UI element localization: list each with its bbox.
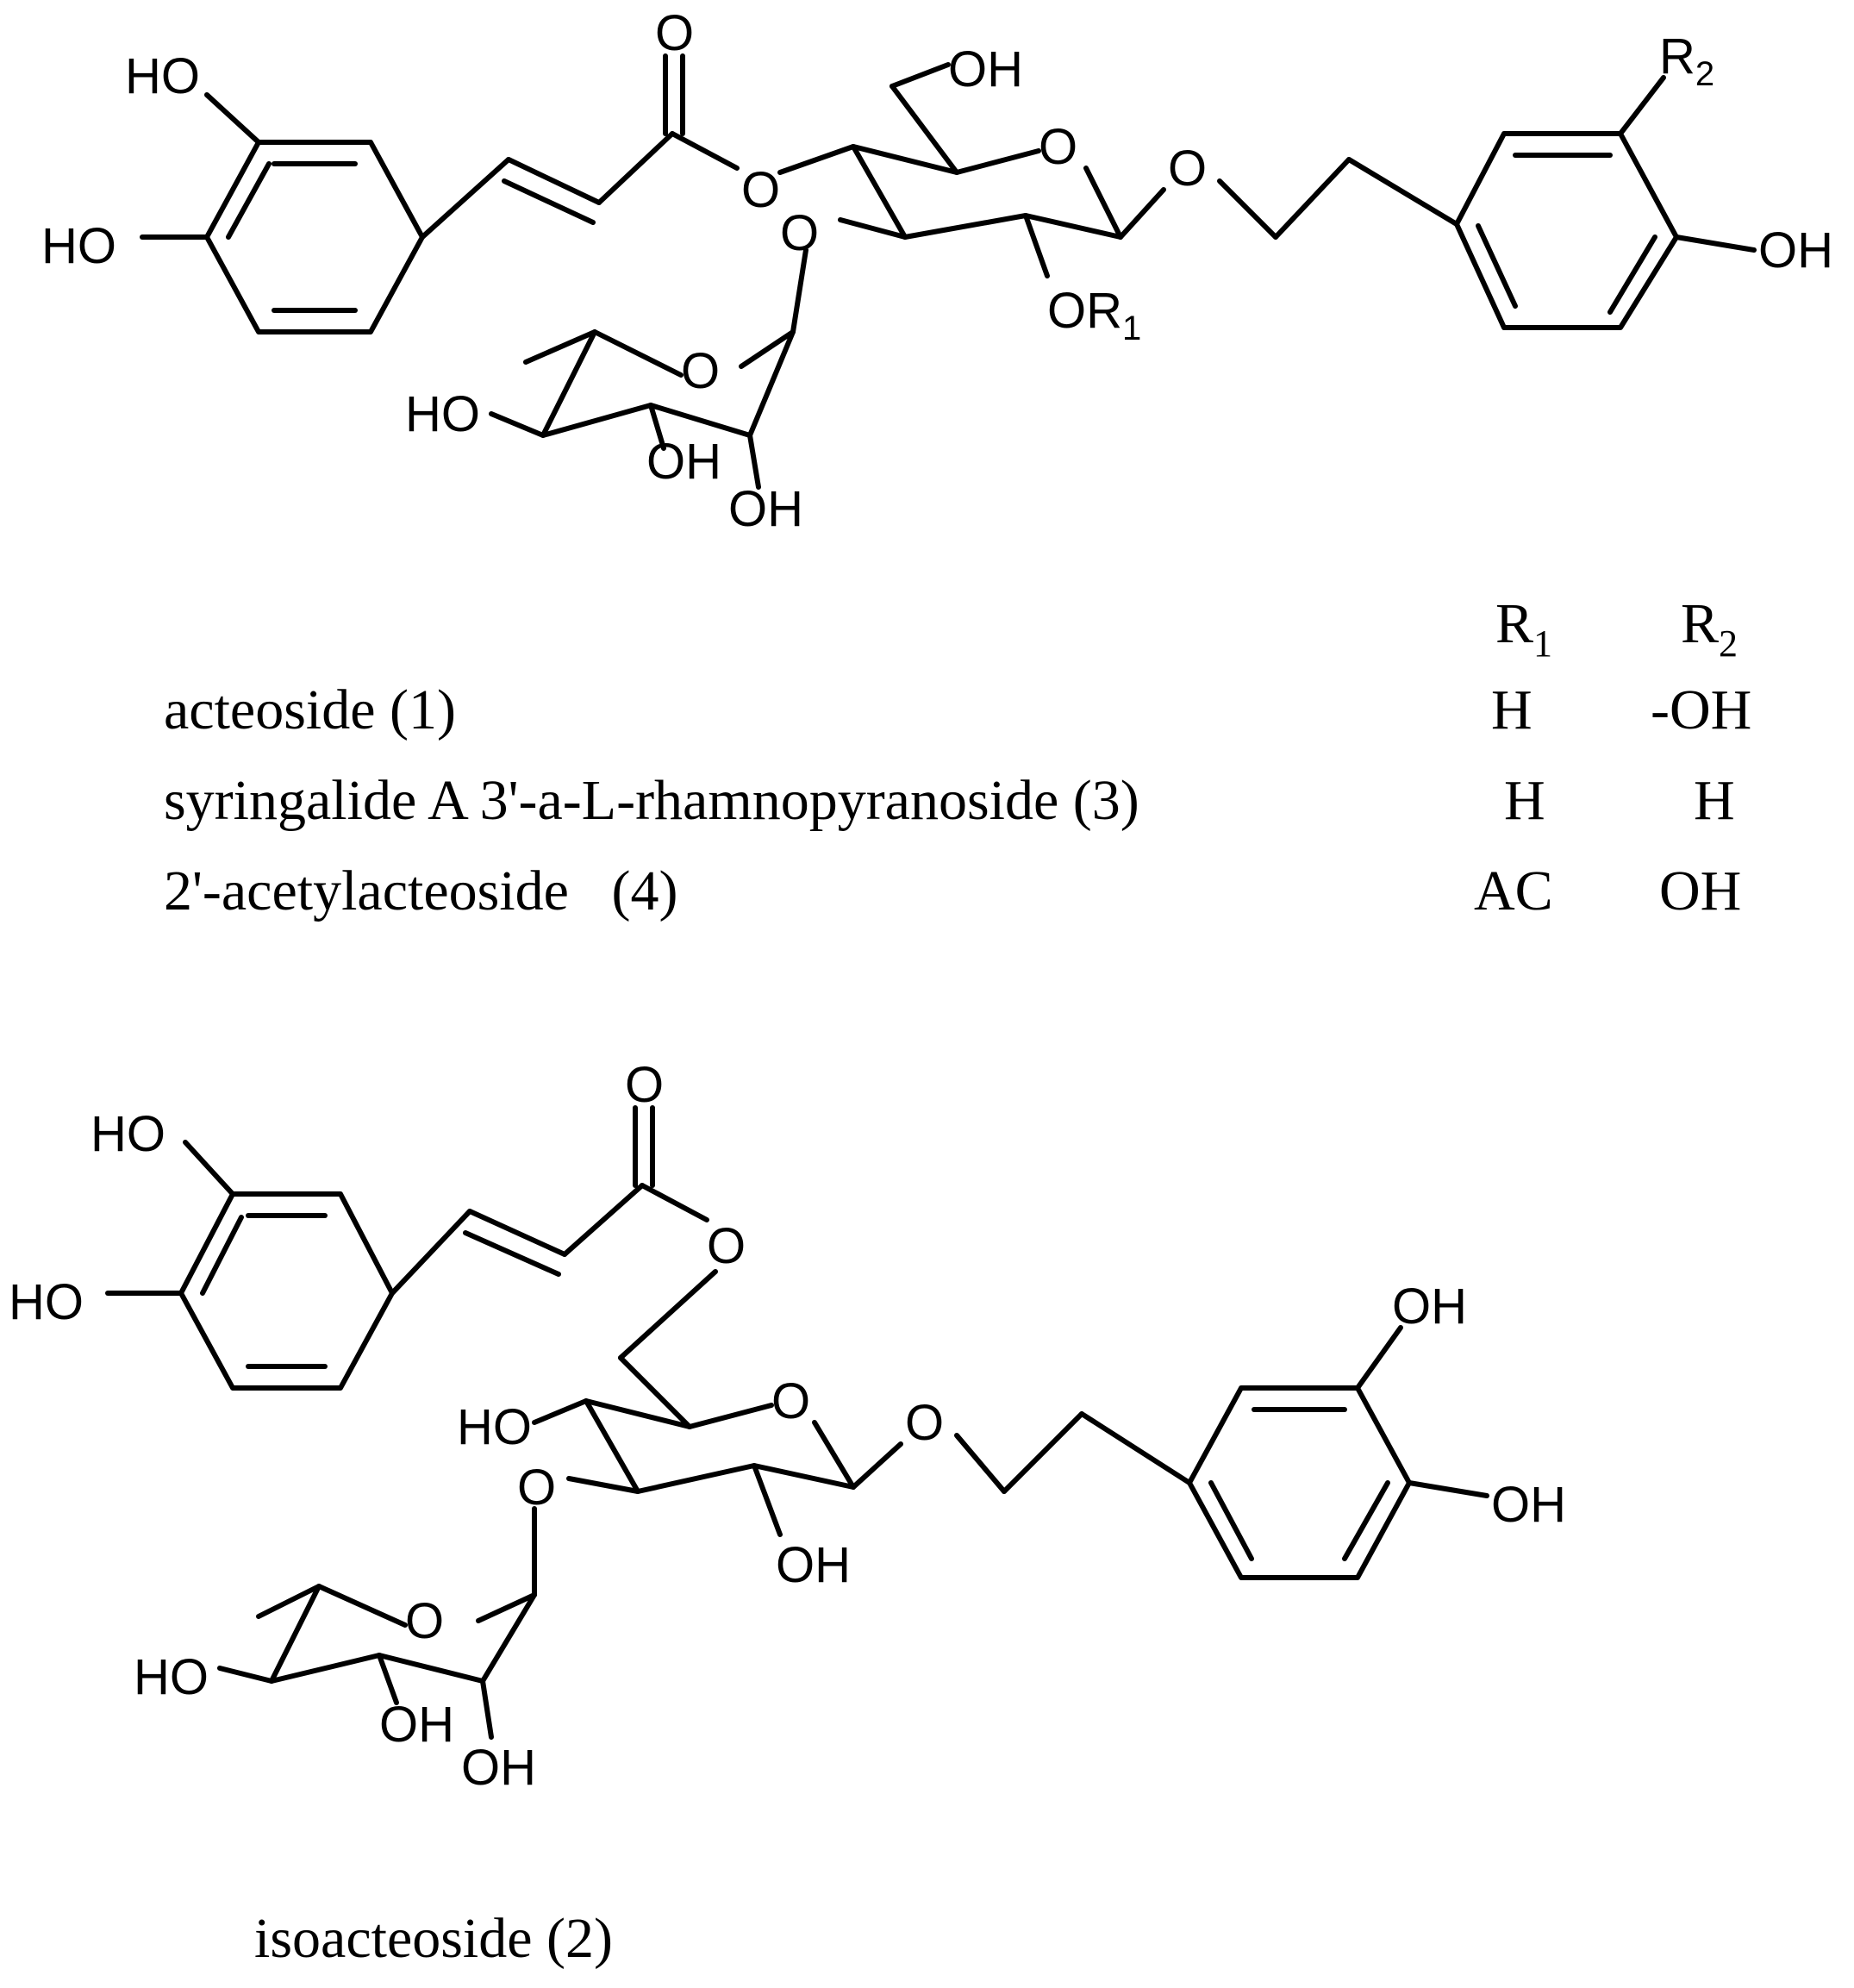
r1-value: H [1491, 678, 1533, 741]
ether-oxygen-label: O [780, 205, 819, 261]
compound-name: 2'-acetylacteoside (4) [164, 860, 677, 922]
r2-label: R2 [1659, 28, 1714, 93]
r1-column-header: R1 [1495, 592, 1552, 665]
r2-value: -OH [1651, 678, 1751, 741]
r1-value: H [1504, 769, 1545, 832]
hydroxyl-label: OH [776, 1537, 851, 1593]
ester-oxygen-label: O [741, 162, 780, 218]
glycosidic-oxygen-label: O [905, 1395, 944, 1451]
ring-oxygen-label: O [681, 343, 720, 399]
glycosidic-oxygen-label: O [1168, 141, 1207, 197]
phenethyl-ring-bottom [1187, 1325, 1489, 1580]
atom-labels-top: HO HO O O OH O O O OR1 R2 OH O HO OH OH [41, 5, 1833, 537]
carbonyl-oxygen-label: O [625, 1057, 664, 1113]
propenoyl-linker-top [420, 53, 856, 240]
compound-name: syringalide A 3'-a-L-rhamnopyranoside (3… [164, 769, 1139, 832]
ring-oxygen-label: O [771, 1373, 810, 1429]
ether-oxygen-label: O [517, 1460, 556, 1516]
structure-isoacteoside: HO HO O O O O HO O OH OH OH O HO OH OH i… [9, 1057, 1566, 1970]
r2-column-header: R2 [1681, 592, 1738, 665]
hydroxyl-label: HO [405, 386, 480, 442]
hydroxyl-label: OH [379, 1697, 454, 1753]
r2-value: H [1694, 769, 1735, 832]
hydroxyl-label: OH [461, 1740, 536, 1796]
hydroxyl-label: HO [125, 48, 200, 104]
hydroxyl-label: OH [1392, 1278, 1467, 1335]
r1-value: AC [1474, 860, 1553, 922]
hydroxyl-label: HO [91, 1106, 165, 1162]
substituent-table: R1 R2 acteoside (1) H -OH syringalide A … [164, 592, 1751, 922]
hydroxyl-label: OH [1758, 222, 1833, 278]
r2-value: OH [1659, 860, 1741, 922]
caffeoyl-ring-bottom [105, 1140, 395, 1391]
carbonyl-oxygen-label: O [655, 5, 694, 61]
structure-acteoside-family: HO HO O O OH O O O OR1 R2 OH O HO OH OH [41, 5, 1833, 537]
hydroxyl-label: HO [9, 1274, 84, 1330]
ring-oxygen-label: O [1039, 119, 1077, 175]
ring-oxygen-label: O [405, 1593, 444, 1649]
hydroxyl-label: OH [646, 434, 721, 490]
hydroxyl-label: HO [41, 218, 116, 274]
atom-labels-bottom: HO HO O O O O HO O OH OH OH O HO OH OH [9, 1057, 1566, 1796]
hydroxyl-label: OH [1491, 1477, 1566, 1533]
rhamnose-ring-top [489, 247, 808, 490]
compound-name: isoacteoside (2) [254, 1907, 613, 1970]
hydroxyl-label: HO [457, 1399, 532, 1455]
ester-oxygen-label: O [707, 1218, 746, 1274]
rhamnose-ring-bottom [217, 1506, 537, 1740]
glucose-ring-bottom [532, 1398, 1192, 1537]
hydroxyl-label: OH [728, 481, 803, 537]
hydroxyl-label: HO [134, 1649, 209, 1705]
or1-label: OR1 [1047, 283, 1141, 347]
propenoyl-linker-bottom [390, 1105, 718, 1429]
hydroxyl-label: OH [948, 41, 1023, 97]
glucose-ring-top [838, 62, 1459, 278]
phenethyl-ring-top [1454, 75, 1757, 330]
compound-name: acteoside (1) [164, 678, 456, 741]
caffeoyl-ring-top [140, 92, 425, 334]
